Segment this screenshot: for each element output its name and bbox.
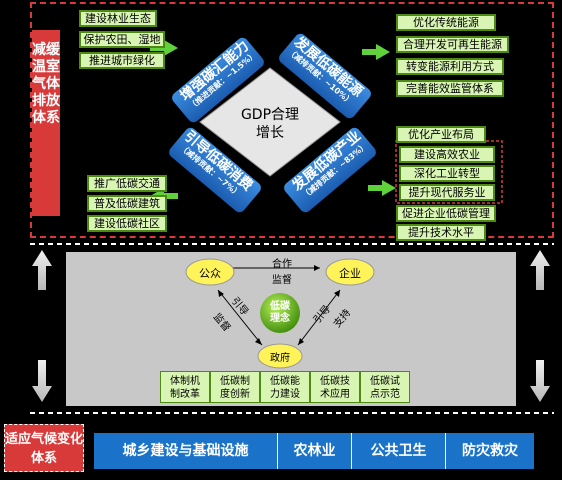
arrow-right-top [362,44,390,60]
adaptation-item-3: 防灾救灾 [446,433,534,469]
left-bottom-item-2: 建设低碳社区 [87,215,167,232]
measure-4: 低碳试点示范 [360,371,410,403]
core-ball [260,293,300,333]
rel-top-1: 合作 [272,259,292,270]
adaptation-item-1: 农林业 [278,433,352,469]
left-top-item-0: 建设林业生态 [79,10,157,27]
core-label: 低碳 理念 [260,301,300,325]
adaptation-label: 适应气候变化体系 [4,424,84,472]
public-ellipse [185,258,235,286]
side-arrows-right [530,250,550,402]
enterprise-label: 企业 [339,267,361,280]
adaptation-item-0: 城乡建设与基础设施 [94,433,278,469]
arrow-right-bottom [368,180,396,196]
government-ellipse [257,343,303,369]
adaptation-label-text: 适应气候变化体系 [5,432,84,466]
measure-1: 低碳制度创新 [210,371,260,403]
measure-0: 体制机制改革 [160,371,210,403]
adaptation-item-2: 公共卫生 [352,433,446,469]
right-top-item-2: 转变能源利用方式 [396,58,504,75]
center-text: GDP合理 增长 [230,106,310,142]
right-top-item-1: 合理开发可再生能源 [396,36,509,53]
core-line1: 低碳 [270,301,290,312]
right-bottom-item-0: 优化产业布局 [396,126,486,143]
measures-grid: 体制机制改革 低碳制度创新 低碳能力建设 低碳技术应用 低碳试点示范 [160,371,410,403]
side-arrows-left [32,250,52,402]
right-top-item-3: 完善能效监管体系 [396,80,504,97]
right-bottom-item-5: 提升技术水平 [396,224,486,241]
left-bottom-item-1: 普及低碳建筑 [87,195,167,212]
center-line1: GDP合理 [240,107,300,123]
mitigation-label: 减缓温室气体排放体系 [32,30,60,216]
left-top-item-1: 保护农田、湿地 [79,31,165,48]
center-line2: 增长 [256,125,284,141]
arrow-left-top [150,40,178,56]
measure-3: 低碳技术应用 [310,371,360,403]
rel-top-2: 监督 [272,275,292,286]
left-bottom-item-0: 推广低碳交通 [87,175,167,192]
core-line2: 理念 [270,313,290,324]
right-bottom-item-2: 深化工业转型 [399,165,495,182]
right-top-item-0: 优化传统能源 [396,14,496,31]
left-top-item-2: 推进城市绿化 [79,52,165,69]
government-label: 政府 [270,353,290,364]
arm-top-left-shape [172,37,264,123]
right-bottom-item-4: 促进企业低碳管理 [396,205,496,222]
arm-top-right-shape [279,33,371,119]
public-label: 公众 [199,267,221,280]
arm-bottom-left-shape [169,127,261,213]
measure-2: 低碳能力建设 [260,371,310,403]
arm-bottom-right-shape [284,127,376,213]
right-bottom-item-1: 建设高效农业 [399,146,495,163]
center-diamond [199,67,341,177]
mitigation-frame [30,2,554,238]
right-bottom-item-3: 提升现代服务业 [399,184,495,201]
enterprise-ellipse [325,258,375,286]
